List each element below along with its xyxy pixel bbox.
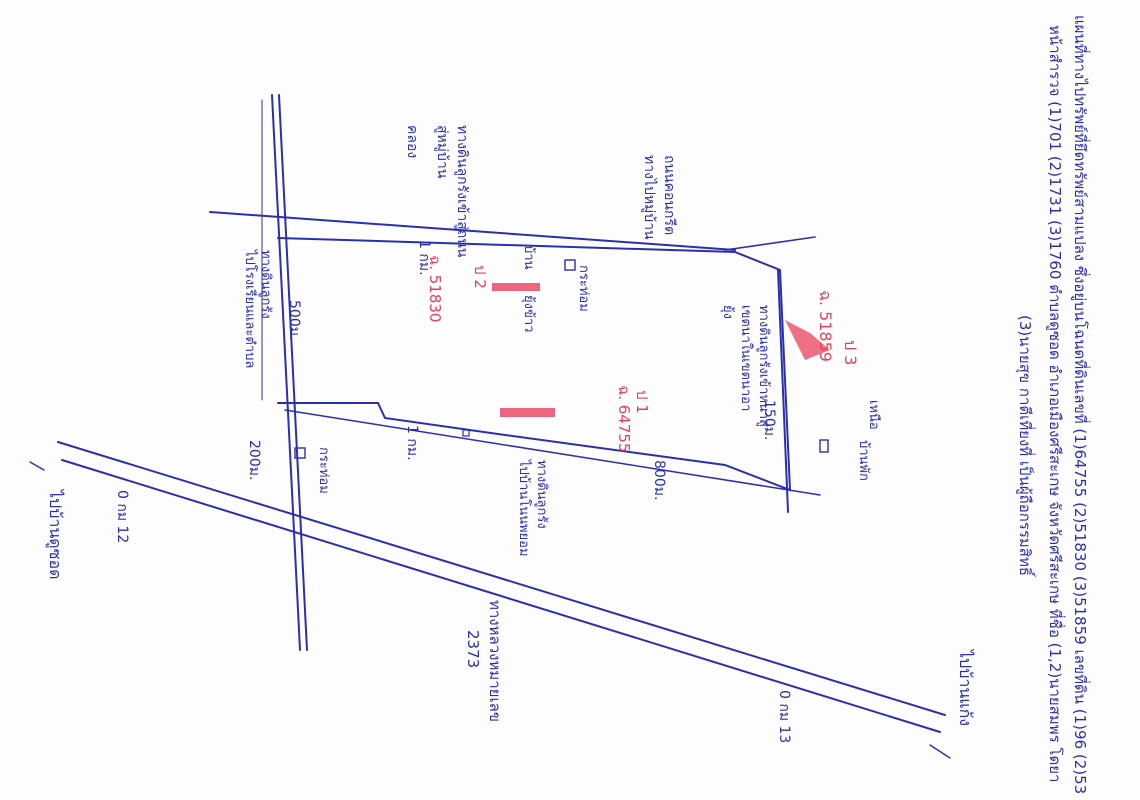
plot2-label: ป 2 xyxy=(471,265,489,289)
top-road-branch xyxy=(724,236,816,251)
label-canal: คลอง xyxy=(404,125,420,158)
label-road-top-right: ถนนคอนกรีต xyxy=(661,155,677,235)
plot1-marker xyxy=(500,408,555,417)
label-road-dirt-left: ทางดินลูกรัง xyxy=(258,250,273,319)
plot3-label: ป 3 xyxy=(841,340,860,365)
label-road-mid-3: ยุ้ง xyxy=(720,305,735,319)
label-km12: 0 กม 12 xyxy=(114,490,130,543)
plot3-deed: ฉ. 51859 xyxy=(816,290,835,362)
house-marker xyxy=(819,439,829,453)
highway-arrow-left xyxy=(29,461,45,471)
parcel-boundary xyxy=(277,237,792,492)
label-dist-1km-b: 1 กม. xyxy=(404,425,420,461)
label-road-dirt-bottom: ทางดินลูกรัง xyxy=(534,460,549,529)
label-house2: บ้าน xyxy=(521,245,536,270)
label-dir-top: ไปบ้านแก้ง xyxy=(956,648,975,726)
label-dist-1km: 1 กม. xyxy=(416,240,432,276)
hut2-marker xyxy=(294,447,306,459)
plot2-marker xyxy=(492,283,540,291)
plot2-deed: ฉ. 51830 xyxy=(426,255,444,322)
right-road xyxy=(777,269,789,513)
header-line-1: แผนที่ทางไปทรัพย์ที่ยึดทรัพย์สามแปลง ซึ่… xyxy=(1071,15,1091,800)
label-dist-500: 500ม. xyxy=(286,300,302,340)
label-barn: ยุ้งข้าว xyxy=(521,295,536,332)
label-km13: 0 กม 13 xyxy=(776,690,792,743)
label-road-dirt-bottom-2: ไปบ้านโนนพยอม xyxy=(516,459,532,557)
top-road xyxy=(209,211,736,251)
label-road-dirt-left-2: ไปโรงเรียนและตำบล xyxy=(242,249,258,368)
label-highway: ทางหลวงหมายเลข xyxy=(486,600,504,722)
highway-arrow-right xyxy=(929,744,951,759)
label-north: เหนือ xyxy=(866,400,882,430)
label-highway-no: 2373 xyxy=(464,630,482,668)
hut-marker xyxy=(564,259,576,271)
label-road-left-top: ทางดินลูกรังเข้าสู่ถนน xyxy=(454,125,470,258)
highway-line-1 xyxy=(57,441,946,716)
house2-marker xyxy=(462,429,470,437)
label-dir-bottom: ไปบ้านดูซอด xyxy=(45,488,65,580)
label-dist-200: 200ม. xyxy=(246,440,262,480)
header-text: แผนที่ทางไปทรัพย์ที่ยึดทรัพย์สามแปลง ซึ่… xyxy=(1015,15,1091,800)
label-road-left-top-2: สู่หมู่บ้าน xyxy=(434,125,450,179)
plot1-label: ป 1 xyxy=(633,390,651,414)
left-road-line-2 xyxy=(278,94,308,651)
label-road-mid-2: เขตนาในเขตนาอา xyxy=(738,305,754,411)
label-dist-150: 150ม. xyxy=(761,400,777,440)
plot1-deed: ฉ. 64755 xyxy=(615,385,633,452)
label-hut: กระท่อม xyxy=(576,265,591,312)
highway-line-2 xyxy=(61,459,941,733)
label-hut2: กระท่อม xyxy=(316,447,331,494)
label-house: บ้านพัก xyxy=(856,440,871,481)
label-dist-800: 800ม. xyxy=(651,460,667,500)
left-road-line-1 xyxy=(271,94,301,651)
lower-road xyxy=(284,409,821,496)
label-road-top-right-2: ทางไปหมู่บ้าน xyxy=(641,155,658,240)
header-line-2: หน้าสำรวจ (1)701 (2)1731 (3)1760 ตำบลดูซ… xyxy=(1046,25,1066,782)
header-line-3: (3)นายสุข กาตีเที่ยงที่ เป็นผู้ถือกรรมสิ… xyxy=(1015,315,1036,578)
label-road-mid: ทางดินลูกรังเข้าหนาสู่ xyxy=(756,305,771,427)
plot3-marker xyxy=(785,320,830,360)
